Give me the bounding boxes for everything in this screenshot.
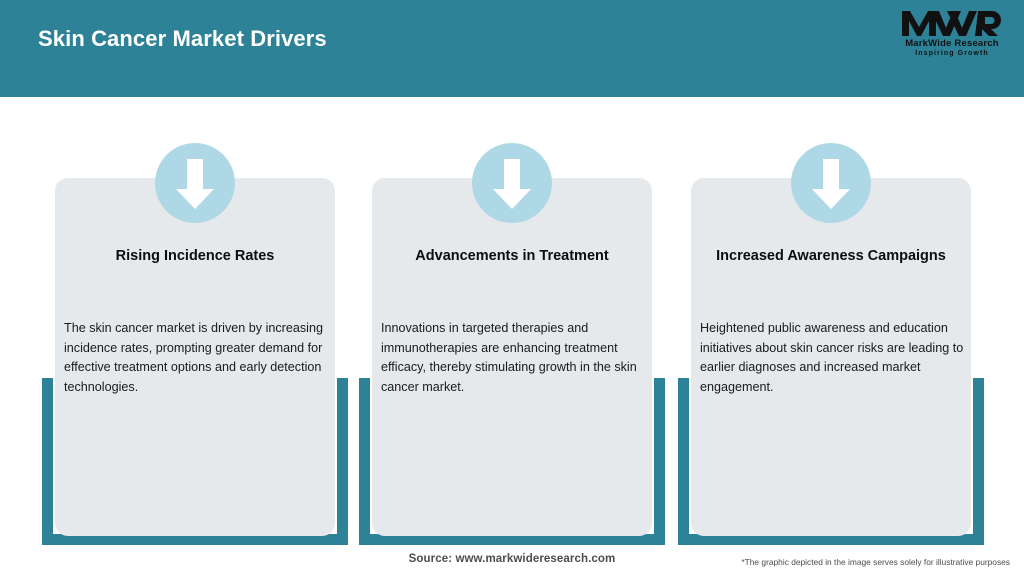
card-panel: Increased Awareness Campaigns Heightened… bbox=[691, 178, 971, 536]
card-icon-badge bbox=[791, 143, 871, 223]
driver-cards-row: Rising Incidence Rates The skin cancer m… bbox=[0, 97, 1024, 576]
card-accent-frame bbox=[678, 378, 984, 545]
card-icon-badge bbox=[472, 143, 552, 223]
card-icon-badge bbox=[155, 143, 235, 223]
driver-card-3: Increased Awareness Campaigns Heightened… bbox=[678, 97, 984, 576]
card-title: Increased Awareness Campaigns bbox=[716, 248, 946, 264]
card-body-text: Innovations in targeted therapies and im… bbox=[381, 321, 637, 394]
driver-card-1: Rising Incidence Rates The skin cancer m… bbox=[42, 97, 348, 576]
logo-tagline: Inspiring Growth bbox=[915, 49, 989, 57]
mwr-monogram-icon bbox=[900, 8, 1004, 38]
driver-card-2: Advancements in Treatment Innovations in… bbox=[359, 97, 665, 576]
card-panel: Advancements in Treatment Innovations in… bbox=[372, 178, 652, 536]
down-arrow-icon bbox=[155, 143, 235, 223]
card-body-text: The skin cancer market is driven by incr… bbox=[64, 321, 323, 394]
source-attribution: Source: www.markwideresearch.com bbox=[408, 553, 616, 565]
card-title: Rising Incidence Rates bbox=[115, 248, 275, 264]
card-accent-frame bbox=[42, 378, 348, 545]
down-arrow-icon bbox=[791, 143, 871, 223]
page-header: Skin Cancer Market Drivers MarkWide Rese… bbox=[0, 0, 1024, 97]
logo-company-name: MarkWide Research bbox=[905, 38, 999, 49]
disclaimer-note: *The graphic depicted in the image serve… bbox=[741, 557, 1010, 567]
card-accent-frame bbox=[359, 378, 665, 545]
page-title: Skin Cancer Market Drivers bbox=[38, 26, 327, 51]
brand-logo: MarkWide Research Inspiring Growth bbox=[900, 8, 1004, 57]
down-arrow-icon bbox=[472, 143, 552, 223]
card-title: Advancements in Treatment bbox=[415, 248, 609, 264]
card-body-text: Heightened public awareness and educatio… bbox=[700, 321, 964, 394]
card-panel: Rising Incidence Rates The skin cancer m… bbox=[55, 178, 335, 536]
